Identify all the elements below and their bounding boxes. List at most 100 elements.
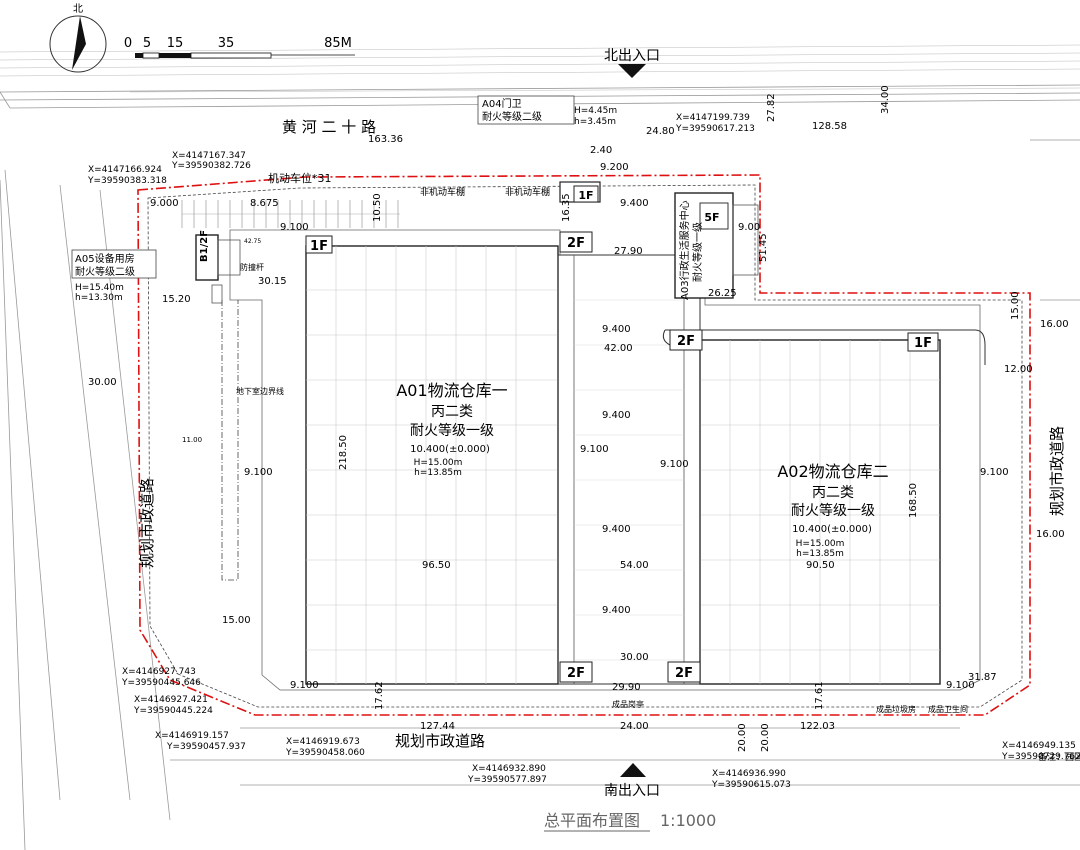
coord-sw3-x: X=4146919.157 [155, 731, 229, 741]
coord-sw4-x: X=4146919.673 [286, 737, 360, 747]
dim-1200: 12.00 [1004, 364, 1033, 375]
dim-1500-b: 15.00 [1010, 291, 1021, 320]
dim-5400: 54.00 [620, 560, 649, 571]
floor-tag-a03-5f: 5F [704, 211, 719, 224]
road-west-name: 规划市政道路 [138, 478, 156, 568]
dim-9400-e: 9.400 [602, 605, 631, 616]
dim-900: 9.00 [738, 222, 760, 233]
building-a05 [195, 234, 241, 304]
south-entrance-label: 南出入口 [604, 783, 660, 799]
property-boundary [137, 174, 1031, 716]
coord-nw1-y: Y=39590382.726 [171, 161, 251, 171]
dim-1762: 17.62 [374, 681, 385, 710]
loading-canopy [557, 254, 701, 685]
coord-sw3-y: Y=39590457.937 [166, 742, 246, 752]
north-entrance-arrow [618, 64, 646, 78]
coord-nw2-y: Y=39590383.318 [87, 176, 167, 186]
dim-4200: 42.00 [604, 343, 633, 354]
entrances: 北出入口 南出入口 [604, 48, 660, 799]
a01-name: A01物流仓库一 [396, 381, 507, 400]
dim-9050: 90.50 [806, 560, 835, 571]
a03-label: A03行政生活服务中心 耐火等级一级 [678, 200, 704, 300]
dim-9100-c: 9.100 [580, 444, 609, 455]
dim-3000: 30.00 [88, 377, 117, 388]
a04-label: A04门卫 耐火等级二级 H=4.45m h=3.45m [477, 95, 617, 127]
dim-5145: 51.45 [758, 233, 769, 262]
coord-s2-y: Y=39590615.073 [711, 780, 791, 790]
dim-9000: 9.000 [150, 198, 179, 209]
coord-nw1-x: X=4147167.347 [172, 151, 246, 161]
coord-sw2-y: Y=39590445.224 [133, 706, 213, 716]
dim-8675: 8.675 [250, 198, 279, 209]
nonmotor-shed-label-1: 非机动车棚 [420, 186, 465, 198]
building-a03 [674, 192, 759, 299]
dim-1600-b: 16.00 [1036, 529, 1065, 540]
road-east-name: 规划市政道路 [1048, 426, 1066, 516]
road-labels: 黄 河 二 十 路 规划市政道路 规划市政道路 规划市政道路 [138, 118, 1066, 750]
dim-12744: 127.44 [420, 721, 455, 732]
north-arrow-needle [72, 16, 86, 70]
dim-2000: 20.00 [737, 723, 748, 752]
road-linework [0, 84, 1080, 850]
coord-sw1-x: X=4146927.743 [122, 667, 196, 677]
guard-post-label: 成品岗亭 [612, 699, 644, 709]
scale-tick-15: 15 [167, 36, 184, 51]
dim-1761: 17.61 [814, 681, 825, 710]
dim-12858: 128.58 [812, 121, 847, 132]
floor-tag-a02-2f-south: 2F [675, 666, 693, 681]
dim-2782: 27.82 [766, 93, 777, 122]
road-hatching [0, 44, 1080, 93]
scale-tick-5: 5 [143, 36, 151, 51]
a05-height-h2: h=13.30m [75, 293, 123, 303]
dim-9100-g: 9.100 [946, 680, 975, 691]
dim-9400-d: 9.400 [602, 524, 631, 535]
dim-2000-b: 20.00 [760, 723, 771, 752]
a02-dock [662, 329, 986, 365]
a01-class: 丙二类 [431, 404, 473, 420]
coord-se1-x: X=4146949.135 [1002, 741, 1076, 751]
floor-tag-a01-1f: 1F [310, 239, 328, 254]
coord-s1-y: Y=39590577.897 [467, 775, 547, 785]
a05-height-h: H=15.40m [75, 283, 124, 293]
dim-163: 163.36 [368, 134, 403, 145]
building-a02 [699, 339, 941, 685]
road-north-name: 黄 河 二 十 路 [282, 118, 376, 136]
dim-1050: 10.50 [372, 193, 383, 222]
nonmotor-shed-label-2: 非机动车棚 [505, 186, 550, 198]
coord-sw4-y: Y=39590458.060 [285, 748, 365, 758]
dim-9100-a: 9.100 [280, 222, 309, 233]
coord-sw2-x: X=4146927.421 [134, 695, 208, 705]
dim-2990: 29.90 [612, 682, 641, 693]
a03-fire-rating: 耐火等级一级 [691, 222, 704, 282]
dim-1100: 11.00 [182, 436, 202, 444]
floor-tags: 1F 2F 2F 1F 2F 2F 1F 5F [305, 185, 939, 683]
coord-n1-y: Y=39590617.213 [675, 124, 755, 134]
a01-height-h: H=15.00m [414, 458, 463, 468]
floor-tag-a01-2f-south: 2F [567, 666, 585, 681]
north-entrance-label: 北出入口 [604, 48, 660, 64]
a04-name: A04门卫 [482, 97, 522, 110]
a05-name: A05设备用房 [75, 252, 135, 265]
a04-height-h2: h=3.45m [574, 117, 616, 127]
dim-1520: 15.20 [162, 294, 191, 305]
a03-name: A03行政生活服务中心 [678, 200, 691, 300]
dim-9400-a: 9.400 [620, 198, 649, 209]
a01-label: A01物流仓库一 丙二类 耐火等级一级 10.400(±0.000) H=15.… [396, 381, 507, 478]
dim-21850: 218.50 [338, 435, 349, 470]
a02-elevation: 10.400(±0.000) [792, 524, 872, 535]
a02-height-h: H=15.00m [796, 539, 845, 549]
dim-2440: 2.40 [590, 145, 612, 156]
a02-grid [700, 340, 940, 684]
dim-9400-c: 9.400 [602, 410, 631, 421]
a02-label: A02物流仓库二 丙二类 耐火等级一级 10.400(±0.000) H=15.… [777, 462, 888, 559]
dim-9100-f: 9.100 [290, 680, 319, 691]
dim-1635: 16.35 [561, 193, 572, 222]
dim-3187: 31.87 [968, 672, 997, 683]
dim-1500: 15.00 [222, 615, 251, 626]
coord-nw2-x: X=4147166.924 [88, 165, 162, 175]
motor-parking-label: 机动车位*31 [268, 171, 332, 185]
a05-fire-rating: 耐火等级二级 [75, 265, 135, 278]
basement-boundary-line [221, 300, 239, 581]
north-arrow-label: 北 [73, 3, 83, 15]
basement-line-label: 地下室边界线 [236, 386, 284, 396]
